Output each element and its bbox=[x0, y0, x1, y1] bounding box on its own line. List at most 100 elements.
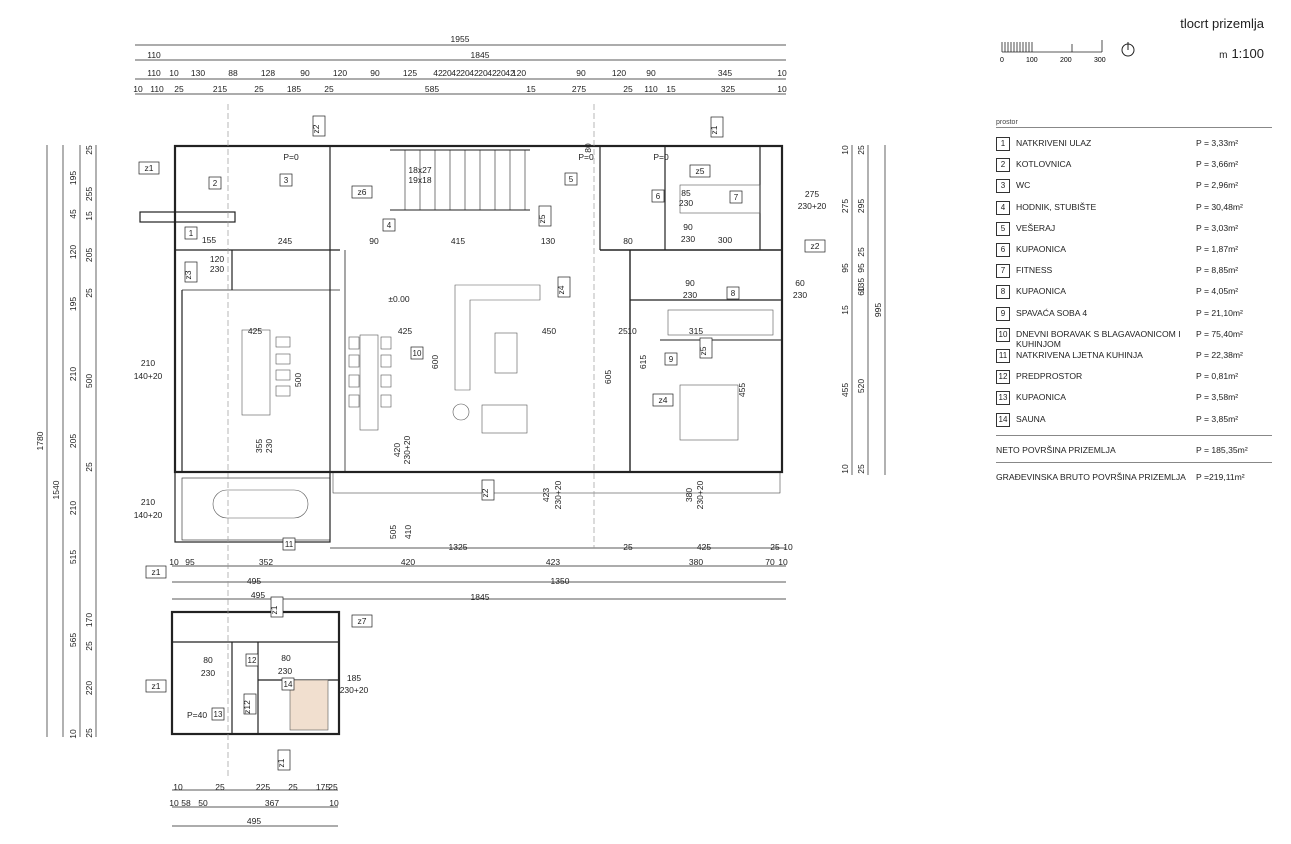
room-area: P = 4,05m² bbox=[1196, 286, 1239, 297]
dim-annex: 10 bbox=[173, 782, 183, 792]
dim-right: 275 bbox=[840, 199, 850, 213]
room-number-box: 1 bbox=[996, 137, 1010, 151]
dim-left: 25 bbox=[84, 145, 94, 155]
window-tag-box bbox=[145, 679, 167, 693]
dim-left-total: 1540 bbox=[51, 480, 61, 499]
room-marker-number: 2 bbox=[213, 179, 218, 188]
dim-inner: 230 bbox=[210, 264, 224, 274]
dim-left: 15 bbox=[84, 211, 94, 221]
dim-inner: 80 bbox=[623, 236, 633, 246]
room-marker-number: 13 bbox=[214, 710, 223, 719]
furniture bbox=[212, 184, 774, 731]
dim-left: 500 bbox=[84, 374, 94, 388]
room-marker-box bbox=[564, 172, 578, 186]
dim-bottom: 95 bbox=[185, 557, 195, 567]
room-marker-number: 1 bbox=[189, 229, 194, 238]
dim-inner: 230 bbox=[278, 666, 292, 676]
dim-top: 42 bbox=[505, 68, 515, 78]
dim-top: 15 bbox=[666, 84, 676, 94]
dim-top: 90 bbox=[576, 68, 586, 78]
room-number-box: 2 bbox=[996, 158, 1010, 173]
dim-inner: 355 bbox=[254, 439, 264, 453]
section-axis-lines bbox=[227, 104, 595, 778]
window-tag-label: z4 bbox=[659, 395, 668, 405]
room-name: VEŠERAJ bbox=[1016, 222, 1056, 233]
dim-bottom: 1350 bbox=[551, 576, 570, 586]
dim-annex: 25 bbox=[288, 782, 298, 792]
dim-top: 120 bbox=[612, 68, 626, 78]
room-marker-number: 12 bbox=[248, 656, 257, 665]
room-name: KUPAONICA bbox=[1016, 392, 1066, 403]
room-area: P = 30,48m² bbox=[1196, 201, 1243, 212]
room-marker-box bbox=[282, 537, 296, 551]
window-tag-label: z5 bbox=[696, 166, 705, 176]
dim-inner: 230 bbox=[793, 290, 807, 300]
room-marker-box bbox=[729, 190, 743, 204]
dim-inner: 155 bbox=[202, 235, 216, 245]
dim-inner: 230 bbox=[201, 668, 215, 678]
room-area: P = 1,87m² bbox=[1196, 244, 1239, 254]
dim-top: 185 bbox=[287, 84, 301, 94]
room-area: P = 3,85m² bbox=[1196, 413, 1239, 424]
bruto-area-row: GRAĐEVINSKA BRUTO POVRŠINA PRIZEMLJA P =… bbox=[996, 462, 1272, 482]
room-name: SAUNA bbox=[1016, 413, 1046, 424]
room-area: P = 2,96m² bbox=[1196, 180, 1239, 191]
dim-inner: 415 bbox=[451, 236, 465, 246]
dim-annex: 367 bbox=[265, 798, 279, 808]
dim-left: 515 bbox=[68, 550, 78, 564]
dim-left: 205 bbox=[84, 248, 94, 262]
dim-top: 42 bbox=[433, 68, 443, 78]
room-number-box: 3 bbox=[996, 179, 1010, 194]
dim-inner: 380 bbox=[684, 488, 694, 502]
window-tag-label: z2 bbox=[480, 488, 490, 497]
dim-inner: 230+20 bbox=[340, 685, 369, 695]
dim-bottom: 420 bbox=[401, 557, 415, 567]
room-area: P = 22,38m² bbox=[1196, 350, 1243, 360]
dim-right: 995 bbox=[873, 303, 883, 317]
dim-left: 220 bbox=[84, 681, 94, 695]
dim-annex: 175 bbox=[316, 782, 330, 792]
dim-top: 325 bbox=[721, 84, 735, 94]
dim-inner: 85 bbox=[681, 188, 691, 198]
scale-unit: m bbox=[1219, 50, 1228, 61]
dim-inner: 130 bbox=[541, 236, 555, 246]
room-number-box: 12 bbox=[996, 370, 1010, 385]
room-marker-box bbox=[211, 707, 225, 721]
window-tag-label: z3 bbox=[183, 270, 193, 279]
dim-top: 15 bbox=[526, 84, 536, 94]
dim-bottom: 25 bbox=[770, 542, 780, 552]
dim-inner: 500 bbox=[293, 373, 303, 387]
window-tag-label: z1 bbox=[709, 125, 719, 134]
room-marker-box bbox=[279, 173, 293, 187]
dim-left: 205 bbox=[68, 434, 78, 448]
dim-bottom: 10 bbox=[783, 542, 793, 552]
room-marker-number: 14 bbox=[284, 680, 293, 689]
window-tag-label: z1 bbox=[269, 605, 279, 614]
dim-inner: 450 bbox=[542, 326, 556, 336]
dim-bottom: 10 bbox=[169, 557, 179, 567]
dim-left: 255 bbox=[84, 187, 94, 201]
dim-inner: 90 bbox=[369, 236, 379, 246]
window-tag-label: z5 bbox=[537, 214, 547, 223]
dim-top: 110 bbox=[147, 50, 161, 60]
window-tag-box bbox=[145, 565, 167, 579]
window-tag-label: z4 bbox=[556, 285, 566, 294]
room-marker-box bbox=[651, 189, 665, 203]
window-tag-box bbox=[710, 116, 724, 138]
dim-right: 95 bbox=[840, 263, 850, 273]
dim-annex: 58 bbox=[181, 798, 191, 808]
dim-top: 20 bbox=[478, 68, 488, 78]
dim-inner: 600 bbox=[430, 355, 440, 369]
room-area: P = 3,66m² bbox=[1196, 159, 1239, 170]
dim-inner: 120 bbox=[210, 254, 224, 264]
dim-inner: 210 bbox=[141, 358, 155, 368]
dim-inner: 80 bbox=[203, 655, 213, 665]
room-number-box: 7 bbox=[996, 264, 1010, 279]
legend-heading: prostor bbox=[996, 119, 1018, 126]
dim-top: 10 bbox=[169, 68, 179, 78]
